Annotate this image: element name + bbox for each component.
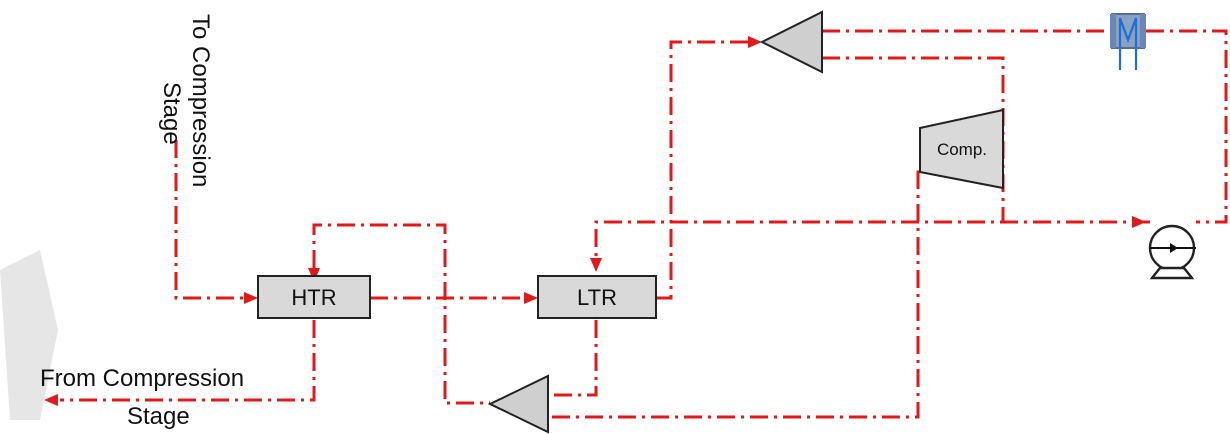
- from-compression-line-2: Stage: [127, 403, 190, 430]
- flow-line-to-htr: [174, 140, 244, 300]
- turbine-icon: [759, 10, 823, 74]
- flow-line-ltr-to-top-turbine: [656, 40, 748, 300]
- flow-line-hx-to-right: [1146, 29, 1228, 224]
- turbine-icon: [487, 374, 549, 434]
- ltr-label: LTR: [577, 285, 617, 310]
- to-compression-line-2: Stage: [158, 82, 185, 145]
- flow-line-from-compression: [60, 320, 316, 402]
- to-compression-line-1: To Compression: [187, 14, 214, 187]
- arrow-from-compression: [44, 394, 58, 406]
- arrow-into-htr: [244, 292, 258, 304]
- heat-exchanger-icon: [1110, 13, 1146, 70]
- htr-label: HTR: [291, 285, 336, 310]
- from-compression-line-1: From Compression: [40, 365, 244, 392]
- flow-line-ltr-bottom: [550, 320, 598, 397]
- htr-box: [257, 275, 371, 319]
- ltr-box: [537, 275, 657, 319]
- arrow-into-top-turbine: [748, 36, 762, 48]
- arrow-into-ltr-top: [590, 258, 602, 272]
- watermark-shape: [0, 250, 58, 420]
- flow-line-middle: [594, 220, 1150, 258]
- pump-icon: [1148, 224, 1196, 280]
- arrow-into-ltr: [524, 292, 538, 304]
- compressor-label: Comp.: [937, 140, 987, 159]
- arrow-into-pump: [1132, 216, 1146, 228]
- compressor-icon: [919, 108, 1004, 190]
- flow-line-htr-top-loop: [312, 223, 490, 405]
